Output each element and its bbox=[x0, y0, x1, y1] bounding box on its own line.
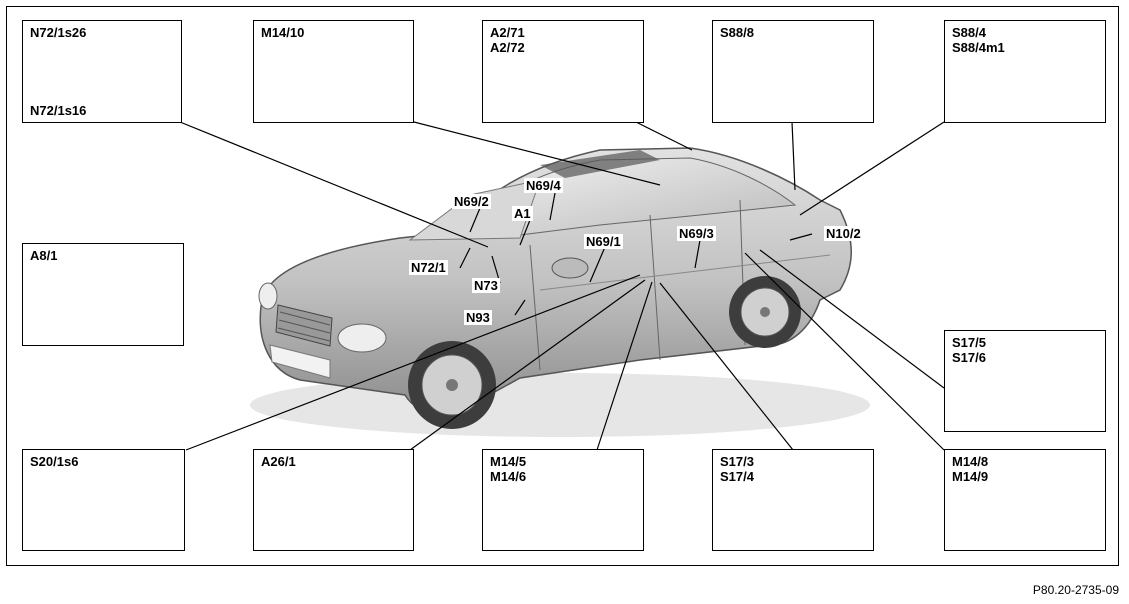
callout-n72-1: N72/1 bbox=[409, 260, 448, 275]
component-box-m14-5: M14/5 M14/6 bbox=[482, 449, 644, 551]
box-label-n72-1s26: N72/1s26 bbox=[30, 25, 87, 40]
component-box-s17-5: S17/5 S17/6 bbox=[944, 330, 1106, 432]
box-label-s17-4: S17/4 bbox=[720, 469, 754, 484]
box-label-a2-72: A2/72 bbox=[490, 40, 525, 55]
box-label-s88-4m1: S88/4m1 bbox=[952, 40, 1005, 55]
leader-lines bbox=[179, 121, 945, 451]
callout-n69-1: N69/1 bbox=[584, 234, 623, 249]
component-box-s20-1s6: S20/1s6 bbox=[22, 449, 185, 551]
box-label-s17-6: S17/6 bbox=[952, 350, 986, 365]
component-box-s17-3: S17/3 S17/4 bbox=[712, 449, 874, 551]
callout-n69-4: N69/4 bbox=[524, 178, 563, 193]
component-box-m14-8: M14/8 M14/9 bbox=[944, 449, 1106, 551]
box-label-n72-1s16: N72/1s16 bbox=[30, 103, 87, 118]
component-box-a2-71: A2/71 A2/72 bbox=[482, 20, 644, 123]
box-label-a8-1: A8/1 bbox=[30, 248, 58, 263]
car-illustration bbox=[258, 147, 852, 429]
box-label-m14-5: M14/5 bbox=[490, 454, 527, 469]
front-grille bbox=[275, 304, 333, 347]
callout-n69-2: N69/2 bbox=[452, 194, 491, 209]
sunroof bbox=[540, 150, 660, 178]
box-label-m14-10: M14/10 bbox=[261, 25, 305, 40]
component-box-a8-1: A8/1 bbox=[22, 243, 184, 346]
box-label-a26-1: A26/1 bbox=[261, 454, 296, 469]
callout-n93: N93 bbox=[464, 310, 492, 325]
component-box-n72-1s26: N72/1s26 N72/1s16 bbox=[22, 20, 182, 123]
box-label-s88-4: S88/4 bbox=[952, 25, 986, 40]
component-box-m14-10: M14/10 bbox=[253, 20, 414, 123]
box-label-s20-1s6: S20/1s6 bbox=[30, 454, 79, 469]
box-label-a2-71: A2/71 bbox=[490, 25, 525, 40]
right-headlight bbox=[258, 282, 278, 310]
callout-n10-2: N10/2 bbox=[824, 226, 863, 241]
callout-n73: N73 bbox=[472, 278, 500, 293]
box-label-s17-5: S17/5 bbox=[952, 335, 986, 350]
figure-id: P80.20-2735-09 bbox=[1032, 583, 1119, 597]
side-mirror bbox=[551, 257, 589, 279]
component-box-s88-8: S88/8 bbox=[712, 20, 874, 123]
callout-a1: A1 bbox=[512, 206, 533, 221]
callout-n69-3: N69/3 bbox=[677, 226, 716, 241]
box-label-m14-8: M14/8 bbox=[952, 454, 989, 469]
box-label-m14-6: M14/6 bbox=[490, 469, 527, 484]
box-label-s88-8: S88/8 bbox=[720, 25, 754, 40]
left-headlight bbox=[337, 323, 387, 353]
component-box-a26-1: A26/1 bbox=[253, 449, 414, 551]
component-box-s88-4: S88/4 S88/4m1 bbox=[944, 20, 1106, 123]
box-label-s17-3: S17/3 bbox=[720, 454, 754, 469]
box-label-m14-9: M14/9 bbox=[952, 469, 989, 484]
